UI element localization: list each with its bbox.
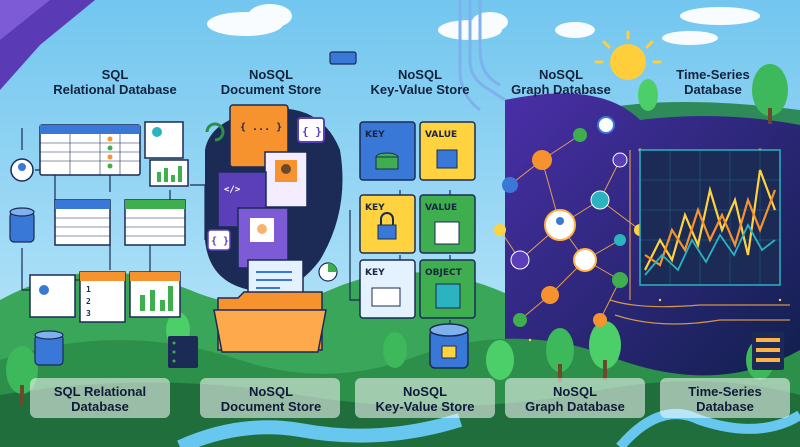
key-box-2 [359,194,416,254]
graph-section [494,116,782,342]
series-line-orange [644,189,777,267]
folder-icon [213,291,327,353]
series-line-yellow [644,169,777,271]
bottom-title-sql: SQL Relational Database [25,384,175,414]
bottom-title-keyvalue: NoSQL Key-Value Store [350,384,500,414]
title-timeseries-line1: Time-Series [676,67,750,82]
title-timeseries-line2: Database [684,82,742,97]
refresh-icon [205,122,225,142]
cloud-device-icon [329,51,357,65]
key-box-1 [359,121,416,181]
small-braces-glyph: { } [211,236,229,247]
title-document: NoSQL Document Store [196,67,346,97]
sql-section [9,121,206,368]
server-icon [34,330,198,368]
keyvalue-section [349,0,506,369]
title-sql-line2: Relational Database [53,82,177,97]
title-keyvalue: NoSQL Key-Value Store [345,67,495,97]
corner-shape [0,0,95,90]
bottom-graph-line2: Graph Database [525,399,625,414]
sun-icon [594,30,662,80]
row-number-3: 3 [86,309,91,318]
bottom-title-document: NoSQL Document Store [196,384,346,414]
code-glyph: </> [224,185,241,195]
key-label-1: KEY [365,130,385,140]
bottom-timeseries-line1: Time-Series [688,384,762,399]
bottom-graph-line1: NoSQL [552,384,598,399]
key-label-3: KEY [365,268,385,278]
label-plates [30,378,790,418]
title-graph-line1: NoSQL [538,67,584,82]
timeseries-section [609,149,790,370]
title-graph-line2: Graph Database [511,82,611,97]
braces-glyph: { ... } [240,122,282,133]
bottom-sql-line1: SQL Relational [53,384,147,399]
object-label: OBJECT [425,268,463,278]
bottom-timeseries-line2: Database [696,399,754,414]
series-line-teal [644,223,776,276]
title-sql: SQL Relational Database [40,67,190,97]
bottom-document-line1: NoSQL [248,384,294,399]
bottom-sql-line2: Database [71,399,129,414]
key-label-2: KEY [365,203,385,213]
value-label-1: VALUE [425,130,457,140]
bottom-keyvalue-line1: NoSQL [402,384,448,399]
document-section [204,51,357,353]
title-keyvalue-line2: Key-Value Store [370,82,470,97]
graph-nodes [494,116,646,327]
json-glyph: { } [302,125,322,138]
contact-card [29,274,76,318]
bar-chart-card [149,159,189,187]
title-sql-line1: SQL [101,67,129,82]
json-badge [297,117,325,143]
bottom-keyvalue-line2: Key-Value Store [375,399,475,414]
trees [6,64,788,405]
row-number-2: 2 [86,297,91,306]
sql-table-main [39,124,141,176]
bottom-document-line2: Document Store [220,399,322,414]
title-graph: NoSQL Graph Database [486,67,636,97]
title-document-line2: Document Store [220,82,322,97]
title-timeseries: Time-Series Database [638,67,788,97]
row-number-1: 1 [86,285,91,294]
bottom-title-timeseries: Time-Series Database [650,384,800,414]
database-icon [9,158,35,243]
title-document-line1: NoSQL [248,67,294,82]
title-keyvalue-line1: NoSQL [397,67,443,82]
locked-database-icon [429,323,469,369]
user-record-card [144,121,184,159]
timeseries-chart-frame [639,149,781,286]
stream [177,413,463,447]
bottom-title-graph: NoSQL Graph Database [500,384,650,414]
data-cables [458,0,506,112]
value-label-2: VALUE [425,203,457,213]
location-pin-icon [597,116,615,134]
